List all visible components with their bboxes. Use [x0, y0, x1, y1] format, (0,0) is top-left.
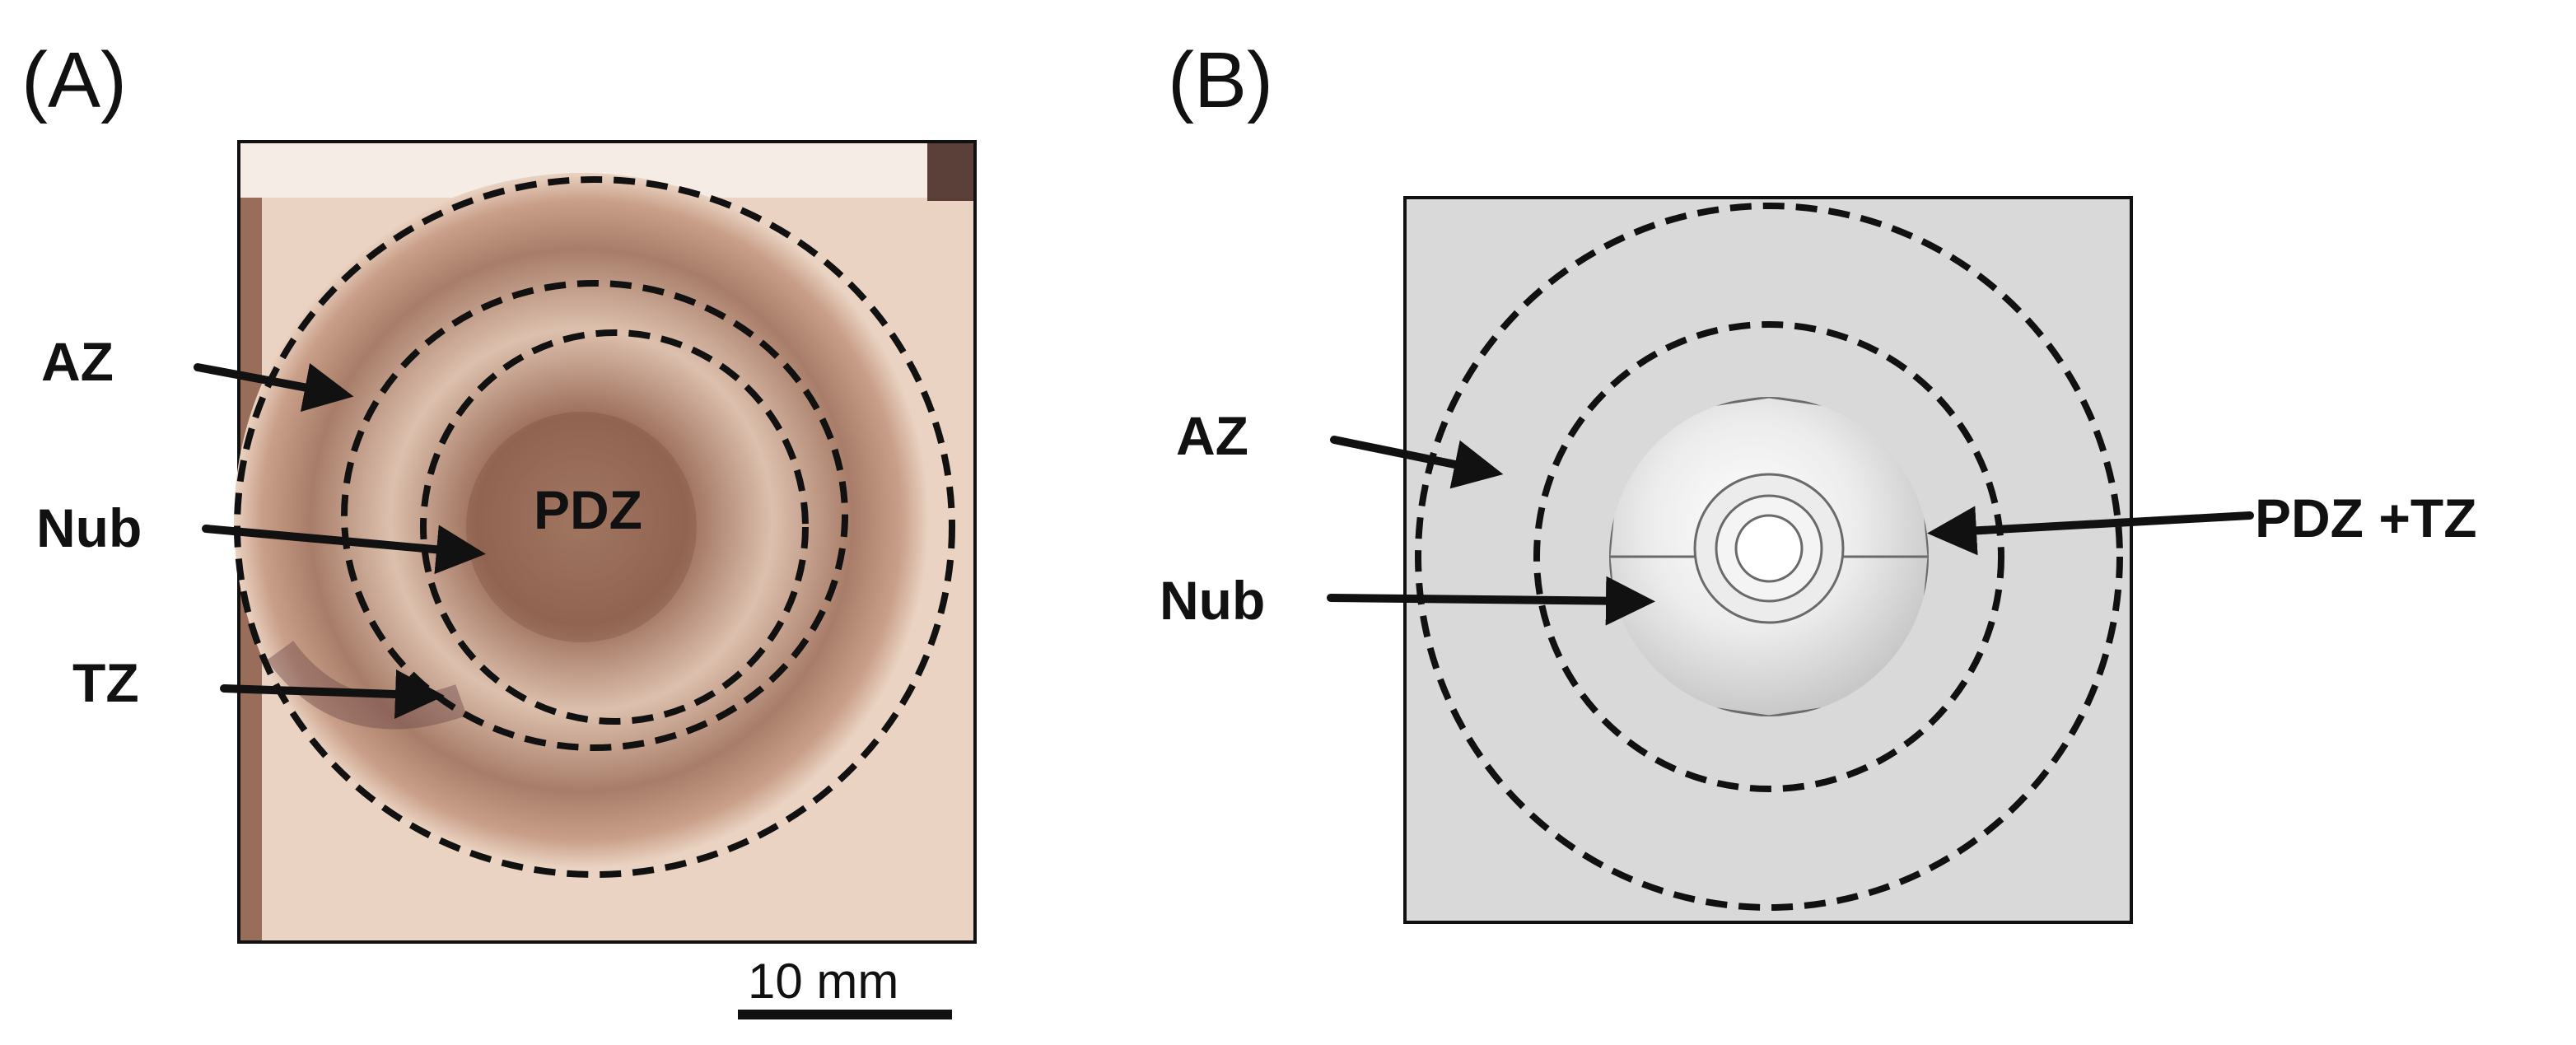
panel-b-label-nub: Nub: [1160, 570, 1265, 631]
panel-a-middle-ring: [341, 280, 848, 751]
scale-bar-label: 10 mm: [748, 954, 898, 1009]
panel-a-inner-ring: [420, 329, 809, 725]
panel-a-letter: (A): [21, 36, 127, 124]
panel-b: (B) AZ Nub PDZ +TZ: [1160, 36, 2477, 924]
panel-b-nub: [1609, 397, 1929, 716]
panel-a-label-az: AZ: [41, 331, 114, 392]
panel-b-letter: (B): [1168, 36, 1273, 124]
photo-center-spot: [466, 412, 697, 642]
photo-right-corner: [927, 143, 973, 201]
panel-a: (A) AZ Nub TZ PDZ 10 mm: [21, 36, 977, 1019]
panel-b-arrow-nub: [1327, 576, 1655, 626]
panel-b-inner-ring: [1533, 321, 2004, 792]
panel-a-label-pdz: PDZ: [534, 479, 642, 540]
panel-b-arrow-az: [1330, 436, 1504, 489]
panel-a-label-tz: TZ: [72, 652, 139, 713]
panel-b-label-pdz-tz: PDZ +TZ: [2255, 488, 2477, 548]
panel-a-label-nub: Nub: [36, 497, 142, 558]
panel-a-arrow-az: [194, 362, 354, 412]
panel-b-outer-ring: [1415, 203, 2123, 911]
panel-b-label-az: AZ: [1176, 405, 1248, 466]
panel-a-arrow-tz: [220, 669, 445, 719]
nub-ring-inner: [1734, 514, 1804, 583]
panel-b-arrow-pdz-tz: [1927, 506, 2254, 556]
panel-a-arrow-nub: [202, 525, 486, 575]
panel-a-outer-ring: [234, 176, 955, 878]
